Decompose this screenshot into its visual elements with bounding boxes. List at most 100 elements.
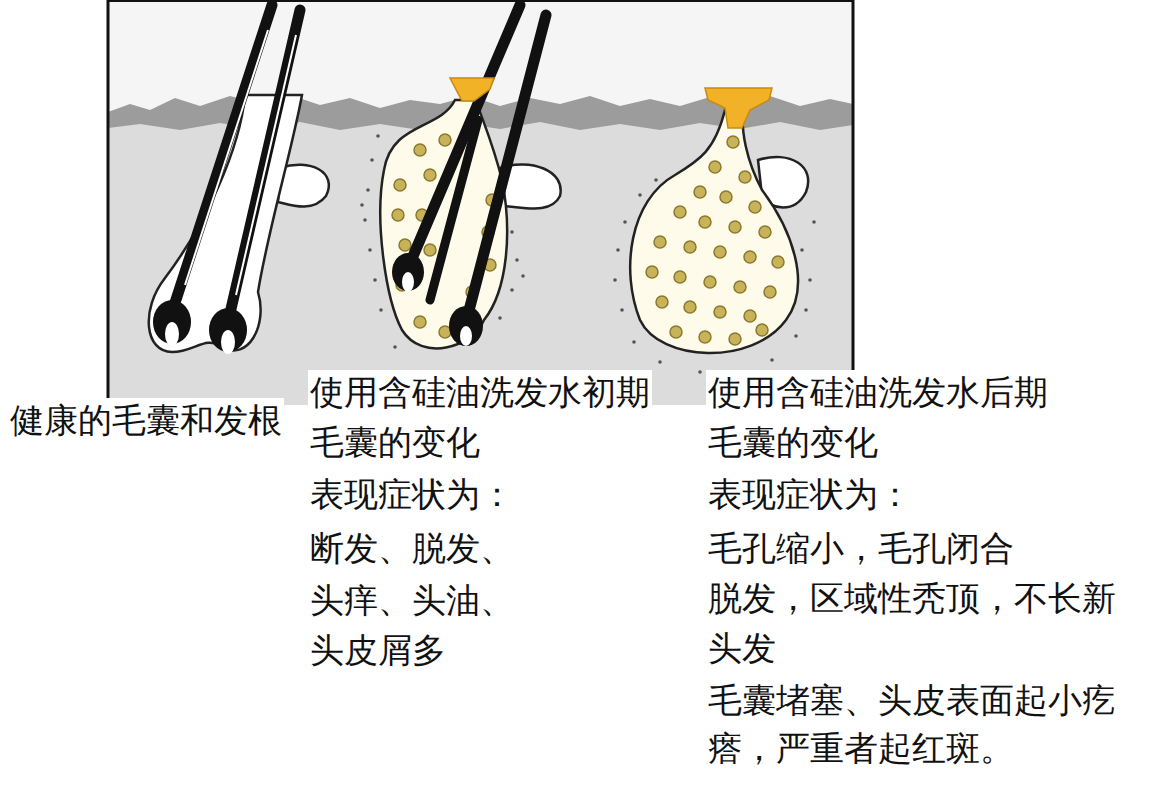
deposit-dot <box>734 281 746 293</box>
speck <box>515 258 519 262</box>
deposit-dot <box>439 134 451 146</box>
hair-bulb <box>449 306 483 346</box>
deposit-dot <box>756 324 768 336</box>
hair-highlight <box>236 35 296 295</box>
dermal-papilla <box>460 326 472 346</box>
deposit-dot <box>674 206 686 218</box>
caption-line: 表现症状为： <box>308 472 516 516</box>
deposit-dot <box>729 333 741 345</box>
caption-line: 表现症状为： <box>706 472 914 516</box>
speck <box>363 218 367 222</box>
hair-shaft <box>408 5 520 268</box>
deposit-dot <box>744 310 756 322</box>
deposit-dot <box>684 241 696 253</box>
speck <box>366 188 370 192</box>
deposit-dot <box>684 301 696 313</box>
speck <box>368 248 372 252</box>
dermal-papilla <box>221 330 235 354</box>
deposit-dot <box>699 216 711 228</box>
speck <box>812 220 816 224</box>
deposit-dot <box>727 136 739 148</box>
hair-bulb <box>392 253 424 291</box>
frame-right <box>852 0 855 405</box>
hair-shaft <box>228 10 300 322</box>
blocked-follicle <box>630 110 798 353</box>
caption-line: 使用含硅油洗发水初期 <box>308 370 652 414</box>
hair-shaft <box>466 15 546 322</box>
speck <box>379 308 383 312</box>
inflammation-specks <box>613 178 816 374</box>
caption-line: 瘩，严重者起红斑。 <box>706 726 1016 770</box>
speck <box>770 358 774 362</box>
deposit-dot <box>699 331 711 343</box>
deposit-dot <box>646 266 658 278</box>
speck <box>808 278 812 282</box>
speck <box>613 278 617 282</box>
caption-line: 毛孔缩小，毛孔闭合 <box>706 526 1016 570</box>
caption-line: 头发 <box>706 626 778 670</box>
deposit-dot <box>744 251 756 263</box>
speck <box>498 316 502 320</box>
sebum-plug <box>450 78 494 101</box>
deposit-dot <box>424 169 436 181</box>
deposit-dot <box>714 306 726 318</box>
speck <box>658 360 662 364</box>
deposit-dot <box>729 221 741 233</box>
caption-line: 毛囊堵塞、头皮表面起小疙 <box>706 678 1118 722</box>
speck <box>510 230 514 234</box>
deposit-dot <box>714 246 726 258</box>
deposit-dot <box>399 239 411 251</box>
frame-left <box>107 0 110 405</box>
caption-line: 脱发，区域性秃顶，不长新 <box>706 576 1118 620</box>
sebum-plug <box>705 88 772 128</box>
deposit-dot <box>739 171 751 183</box>
speck <box>393 345 397 349</box>
deposit-dot <box>709 161 721 173</box>
dermal-papilla <box>165 322 179 346</box>
illustration-ground <box>108 0 854 405</box>
caption-line: 头痒、头油、 <box>308 578 516 622</box>
speck <box>623 220 627 224</box>
speck <box>800 248 804 252</box>
caption-line: 使用含硅油洗发水后期 <box>706 370 1050 414</box>
speck <box>376 134 380 138</box>
deposit-dot <box>694 186 706 198</box>
deposit-dot <box>424 244 436 256</box>
deposit-dot <box>720 191 732 203</box>
deposit-dot <box>394 179 406 191</box>
speck <box>632 340 636 344</box>
speck <box>620 308 624 312</box>
caption-line: 毛囊的变化 <box>308 420 482 464</box>
speck <box>373 278 377 282</box>
speck <box>370 158 374 162</box>
deposit-dot <box>670 326 682 338</box>
caption-line: 毛囊的变化 <box>706 420 880 464</box>
silicone-deposits <box>646 136 784 345</box>
deposit-dot <box>654 236 666 248</box>
deposit-dot <box>674 271 686 283</box>
speck <box>654 178 658 182</box>
deposit-dot <box>414 316 426 328</box>
deposit-dot <box>764 286 776 298</box>
deposit-dot <box>704 276 716 288</box>
speck <box>521 274 525 278</box>
caption-line: 头皮屑多 <box>308 628 448 672</box>
caption-line: 健康的毛囊和发根 <box>8 398 284 442</box>
frame-top <box>108 0 853 2</box>
hair-highlight <box>185 30 268 285</box>
hair-shaft <box>172 5 272 312</box>
deposit-dot <box>749 201 761 213</box>
deposit-dot <box>414 144 426 156</box>
caption-line: 断发、脱发、 <box>308 526 516 570</box>
deposit-dot <box>656 296 668 308</box>
speck <box>698 370 702 374</box>
speck <box>804 308 808 312</box>
speck <box>616 248 620 252</box>
deposit-dot <box>772 256 784 268</box>
speck <box>510 288 514 292</box>
dermal-papilla <box>402 272 414 292</box>
speck <box>794 334 798 338</box>
speck <box>638 193 642 197</box>
hair-shaft <box>430 120 478 300</box>
deposit-dot <box>759 226 771 238</box>
